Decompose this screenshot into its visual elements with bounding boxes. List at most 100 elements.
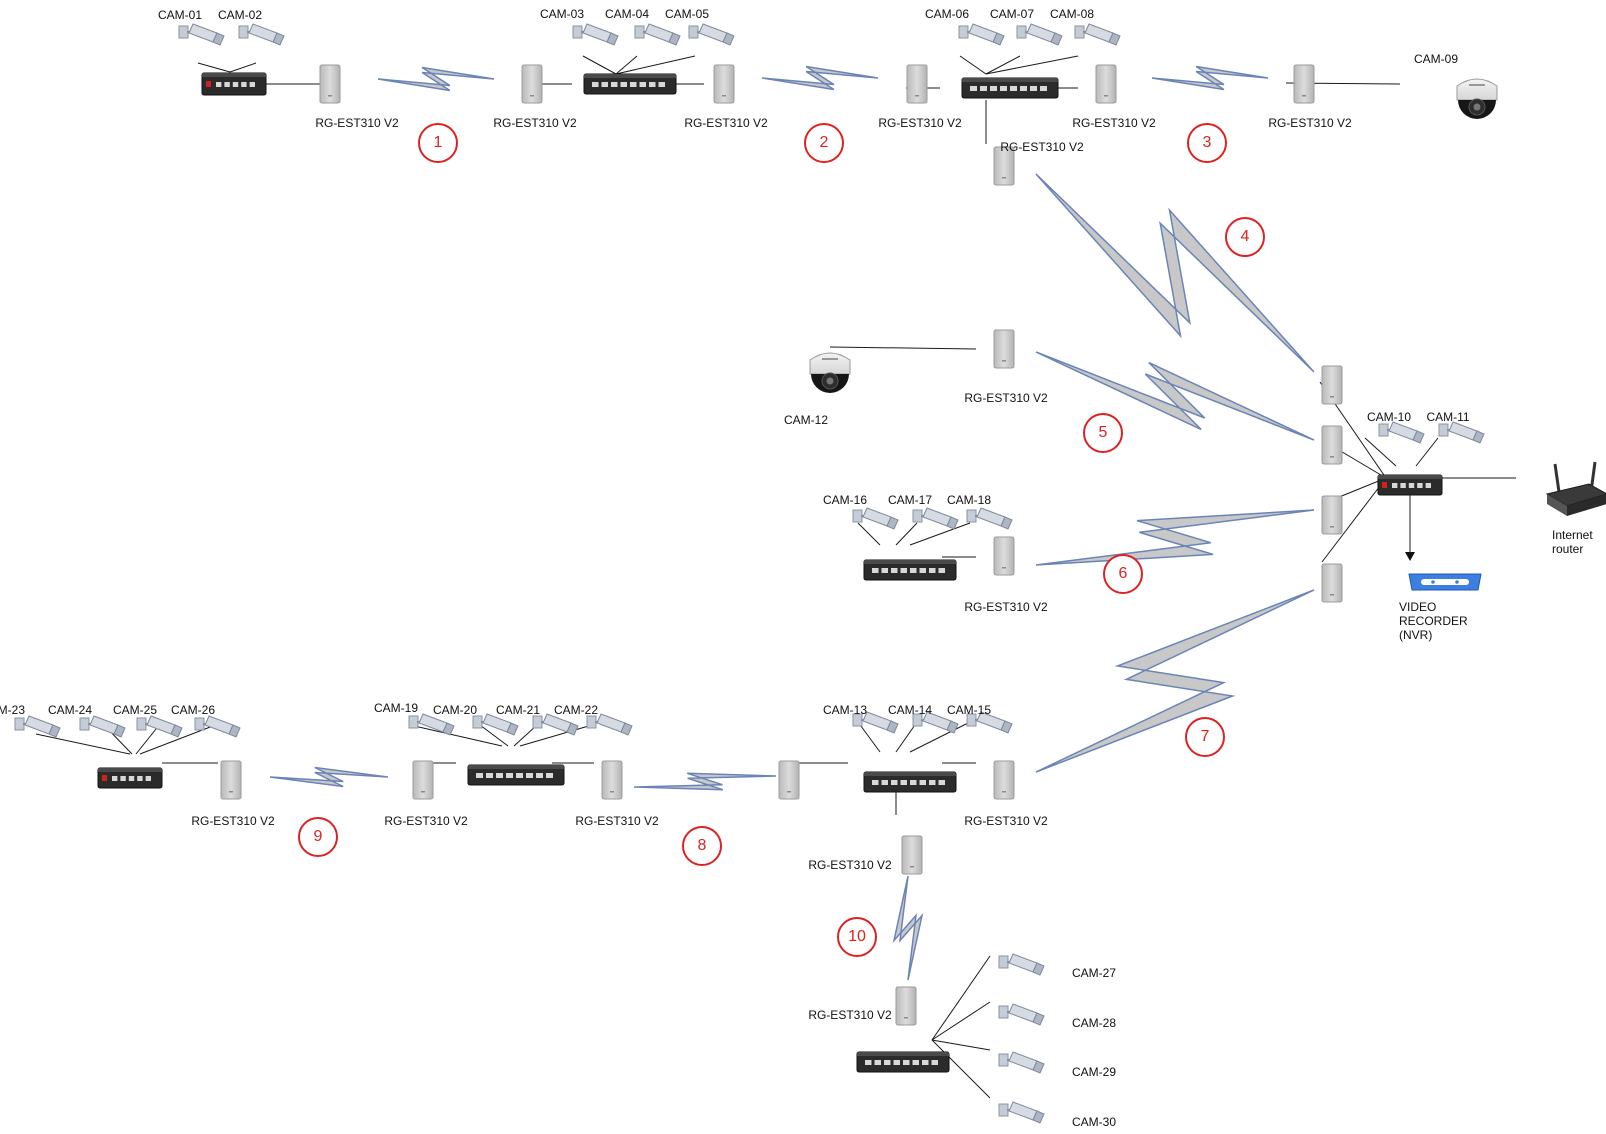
wireless-bridge-icon <box>1321 563 1343 603</box>
poe-switch-icon <box>201 72 267 96</box>
devices <box>14 23 1606 1124</box>
link-number-badge: 2 <box>804 123 844 163</box>
camera-label: CAM-08 <box>1049 7 1095 21</box>
cable-line <box>985 55 1079 75</box>
cable-line <box>615 55 638 75</box>
camera-label: CAM-19 <box>373 701 419 715</box>
bullet-camera-icon <box>136 715 183 738</box>
bullet-camera-icon <box>998 953 1045 976</box>
cable-line <box>909 522 971 546</box>
camera-label: CAM-30 <box>1072 1115 1117 1129</box>
wireless-bridge-icon <box>901 835 923 875</box>
bullet-camera-icon <box>852 507 899 530</box>
wireless-bridge-icon <box>906 64 928 104</box>
camera-label: CAM-15 <box>946 703 992 717</box>
link-number-badge: 8 <box>682 826 722 866</box>
link-number-badge: 9 <box>298 817 338 857</box>
bullet-camera-icon <box>912 507 959 530</box>
camera-label: CAM-01 <box>157 8 203 22</box>
cable-line <box>931 1039 991 1099</box>
bullet-camera-icon <box>572 23 619 46</box>
ptz-dome-camera-icon <box>809 352 851 393</box>
bullet-camera-icon <box>178 23 225 46</box>
cable-line <box>139 723 219 755</box>
wireless-link-bolt <box>761 65 879 91</box>
camera-label: CAM-02 <box>217 8 263 22</box>
bullet-camera-icon <box>1016 23 1063 46</box>
camera-label: CAM-18 <box>946 493 992 507</box>
bridge-label: RG-EST310 V2 <box>191 814 275 828</box>
camera-label: CAM-20 <box>432 703 478 717</box>
wireless-link-bolt <box>633 772 777 791</box>
bullet-camera-icon <box>586 713 633 736</box>
wireless-bridge-icon <box>412 760 434 800</box>
link-number-badge: 7 <box>1185 717 1225 757</box>
cable-line <box>985 55 1021 75</box>
camera-label: CAM-13 <box>822 703 868 717</box>
cable-line <box>229 62 257 73</box>
wireless-link-bolt <box>1035 589 1315 773</box>
nvr-icon <box>1408 573 1482 591</box>
cable-line <box>582 55 617 75</box>
cable-line <box>931 1001 991 1041</box>
cable-line <box>931 955 991 1041</box>
bullet-camera-icon <box>14 715 61 738</box>
ptz-dome-camera-icon <box>1456 78 1498 119</box>
camera-label: CAM-17 <box>887 493 933 507</box>
arrow-head <box>1405 552 1415 561</box>
camera-label: CAM-05 <box>664 7 710 21</box>
link-number-badge: 6 <box>1103 554 1143 594</box>
camera-label: CAM-06 <box>924 7 970 21</box>
wireless-bridge-icon <box>993 146 1015 186</box>
wireless-link-bolt <box>377 66 495 92</box>
bridge-label: RG-EST310 V2 <box>964 600 1048 614</box>
camera-label: CAM-14 <box>887 703 933 717</box>
camera-label: CAM-23 <box>0 703 26 717</box>
bullet-camera-icon <box>688 23 735 46</box>
wireless-bridge-icon <box>1321 495 1343 535</box>
wireless-link-bolt <box>1035 173 1315 373</box>
bridge-label: RG-EST310 V2 <box>964 391 1048 405</box>
link-number-badge: 4 <box>1225 217 1265 257</box>
camera-label: CAM-03 <box>539 7 585 21</box>
wireless-bridge-icon <box>1321 365 1343 405</box>
camera-label: CAM-28 <box>1072 1016 1117 1030</box>
camera-label: CAM-26 <box>170 703 216 717</box>
wireless-link-bolt <box>269 766 389 788</box>
camera-label: CAM-27 <box>1072 966 1117 980</box>
cable-line <box>1364 437 1397 467</box>
bridge-label: RG-EST310 V2 <box>315 116 399 130</box>
wireless-link-bolt <box>1035 509 1315 566</box>
bullet-camera-icon <box>1378 421 1425 444</box>
link-number-badge: 1 <box>418 123 458 163</box>
wireless-bridge-icon <box>319 64 341 104</box>
bullet-camera-icon <box>472 713 519 736</box>
link-number-badge: 3 <box>1187 123 1227 163</box>
poe-switch-icon <box>583 73 677 95</box>
bullet-camera-icon <box>408 713 455 736</box>
cable-line <box>1415 437 1439 467</box>
cable-line <box>857 522 881 546</box>
bullet-camera-icon <box>852 711 899 734</box>
wireless-link-bolt <box>1035 351 1315 441</box>
poe-switch-icon <box>961 77 1059 99</box>
bridge-label: RG-EST310 V2 <box>808 1008 892 1022</box>
bridge-label: RG-EST310 V2 <box>1000 140 1084 154</box>
camera-label: CAM-16 <box>822 493 868 507</box>
camera-label: CAM-25 <box>112 703 158 717</box>
bullet-camera-icon <box>912 711 959 734</box>
cable-line <box>35 733 131 755</box>
wireless-bridge-icon <box>521 64 543 104</box>
cable-line <box>409 724 503 747</box>
poe-switch-icon <box>97 767 163 789</box>
router-label: Internet router <box>1552 528 1593 556</box>
bridge-label: RG-EST310 V2 <box>684 116 768 130</box>
wireless-bridge-icon <box>713 64 735 104</box>
cable-line <box>197 62 231 73</box>
wireless-bridge-icon <box>1321 425 1343 465</box>
bullet-camera-icon <box>1074 23 1121 46</box>
wireless-bridge-icon <box>1095 64 1117 104</box>
cable-line <box>135 723 161 755</box>
